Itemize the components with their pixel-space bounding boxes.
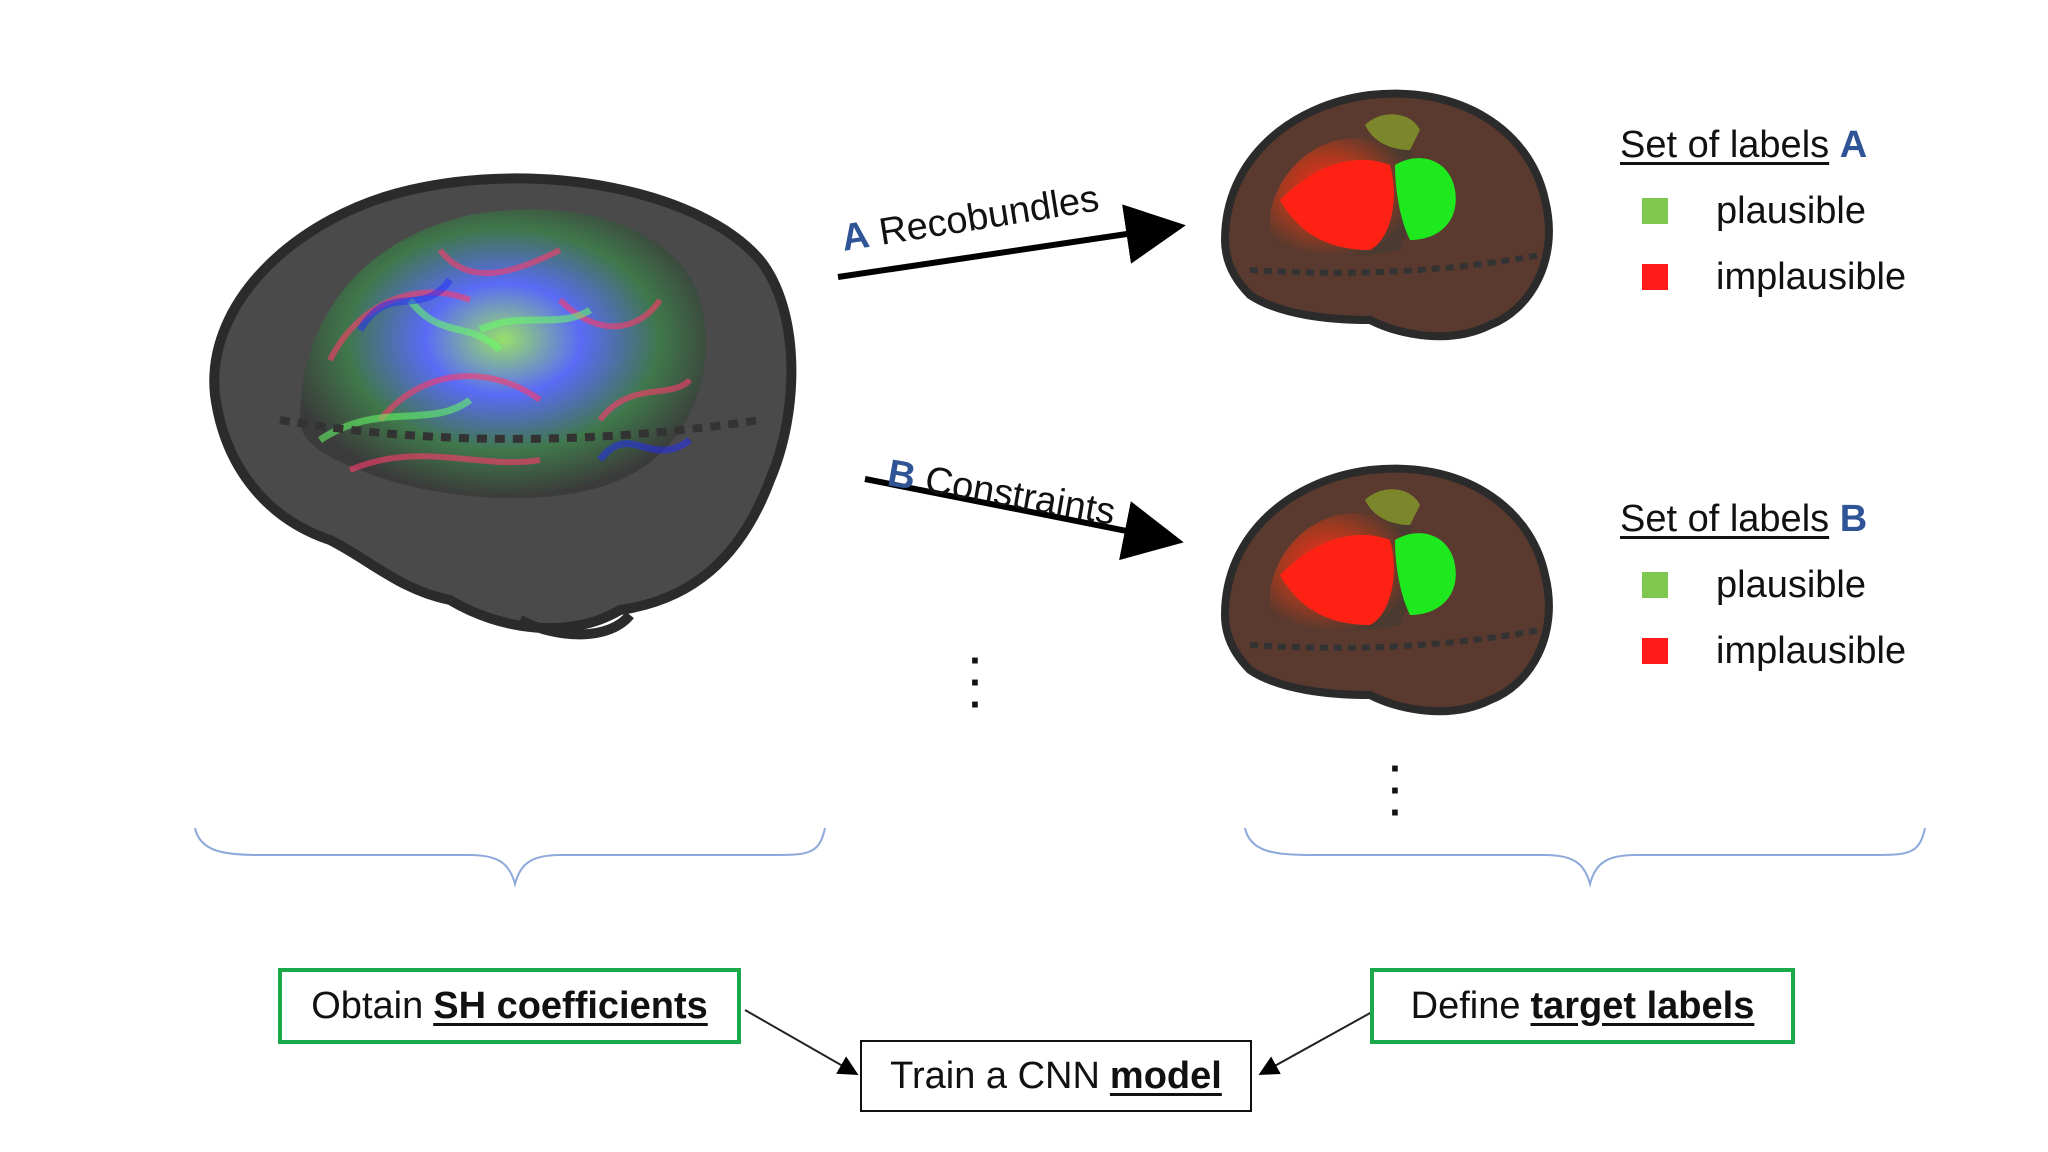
legend-a-letter: A — [1839, 124, 1868, 166]
connector-sh-to-train — [744, 1009, 859, 1075]
target-labels-box: Define target labels — [1370, 968, 1795, 1044]
arrow-b — [864, 476, 1184, 561]
plausible-swatch — [1642, 572, 1668, 598]
sh-coefficients-box: Obtain SH coefficients — [278, 968, 741, 1044]
legend-a-item-implausible: implausible — [1642, 254, 1906, 300]
legend-b-prefix: Set of labels — [1620, 498, 1830, 540]
legend-a-item-plausible: plausible — [1642, 188, 1906, 234]
plausible-swatch — [1642, 198, 1668, 224]
legend-b: Set of labels B plausible implausible — [1620, 496, 1906, 674]
brain-labels-b-image — [1220, 464, 1553, 716]
sh-box-bold: SH coefficients — [433, 984, 708, 1027]
labels-box-bold: target labels — [1530, 984, 1755, 1027]
legend-a: Set of labels A plausible implausible — [1620, 122, 1906, 300]
legend-a-title: Set of labels A — [1620, 122, 1906, 168]
legend-b-item-plausible: plausible — [1642, 562, 1906, 608]
legend-a-prefix: Set of labels — [1620, 124, 1830, 166]
legend-b-title: Set of labels B — [1620, 496, 1906, 542]
legend-b-item-plausible-label: plausible — [1716, 564, 1866, 606]
train-box-prefix: Train a CNN — [890, 1054, 1100, 1097]
sh-box-prefix: Obtain — [311, 984, 424, 1027]
legend-a-item-plausible-label: plausible — [1716, 190, 1866, 232]
train-box-bold: model — [1109, 1054, 1222, 1097]
brain-labels-a-image — [1220, 89, 1553, 341]
brace-left — [194, 827, 826, 888]
ellipsis-middle: ··· — [969, 639, 983, 727]
brain-rgb-image — [209, 173, 797, 640]
ellipsis-right: ··· — [1389, 747, 1403, 835]
legend-b-item-implausible-label: implausible — [1716, 630, 1907, 672]
legend-a-item-implausible-label: implausible — [1716, 256, 1907, 298]
legend-b-letter: B — [1839, 498, 1868, 540]
arrow-b-letter: B — [884, 452, 919, 499]
arrow-a — [837, 204, 1186, 280]
implausible-swatch — [1642, 264, 1668, 290]
labels-box-prefix: Define — [1410, 984, 1521, 1027]
arrow-a-letter: A — [838, 213, 873, 260]
train-cnn-model-box: Train a CNN model — [860, 1040, 1252, 1112]
brace-right — [1244, 827, 1926, 888]
connector-labels-to-train — [1258, 1011, 1373, 1075]
legend-b-item-implausible: implausible — [1642, 628, 1906, 674]
implausible-swatch — [1642, 638, 1668, 664]
